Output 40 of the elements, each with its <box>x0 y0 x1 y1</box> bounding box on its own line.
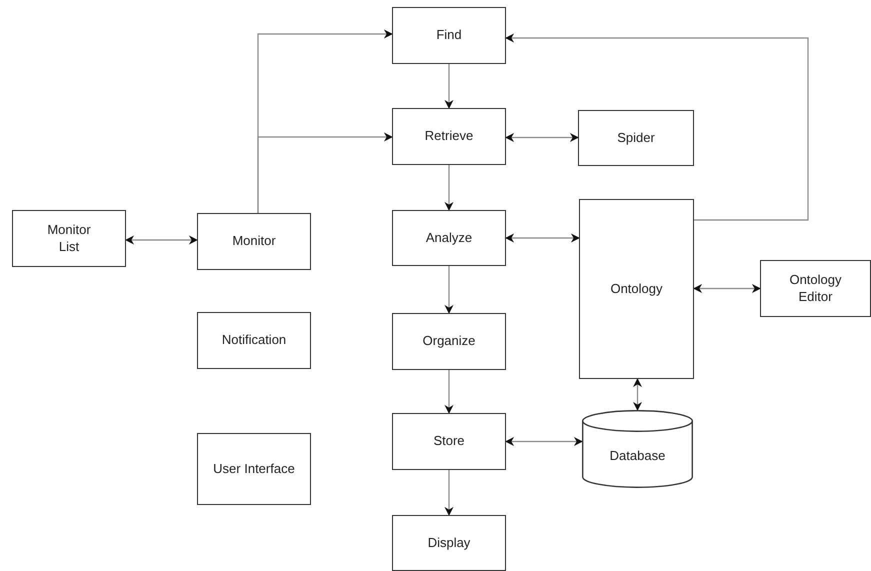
node-label: Analyze <box>426 230 472 246</box>
arrow <box>444 266 454 314</box>
node-label: Ontology Editor <box>788 272 843 306</box>
arrow <box>444 64 454 109</box>
arrow <box>693 284 761 293</box>
process-box <box>392 108 506 165</box>
process-box <box>579 199 694 379</box>
process-box <box>392 515 506 571</box>
node-label: Ontology <box>610 280 663 298</box>
process-box <box>760 260 871 317</box>
arrow <box>444 165 454 211</box>
process-box <box>578 110 694 166</box>
node-label: Organize <box>422 333 476 350</box>
node-label: Database <box>610 448 666 464</box>
node-label: Store <box>433 433 465 450</box>
arrow <box>505 234 580 242</box>
node-label: Find <box>436 27 462 44</box>
arrow <box>505 133 579 142</box>
arrow <box>257 132 393 213</box>
process-box <box>197 312 311 369</box>
node-label: User Interface <box>213 460 295 478</box>
node-label: Monitor List <box>46 222 92 256</box>
node-label: Monitor <box>232 233 276 250</box>
arrow <box>125 236 198 244</box>
process-box <box>392 210 506 266</box>
node-label: Display <box>428 534 470 552</box>
node-label: Spider <box>617 130 655 146</box>
node-label: Retrieve <box>424 128 474 145</box>
arrow <box>444 370 454 414</box>
arrow <box>633 378 642 411</box>
process-box <box>392 413 506 470</box>
process-box <box>392 7 506 64</box>
process-box <box>12 210 126 267</box>
process-box <box>197 213 311 270</box>
node-label: Notification <box>222 332 286 349</box>
arrow <box>505 437 583 446</box>
process-box <box>197 433 311 505</box>
process-box <box>392 313 506 370</box>
arrow <box>505 34 809 221</box>
arrow <box>444 470 454 516</box>
